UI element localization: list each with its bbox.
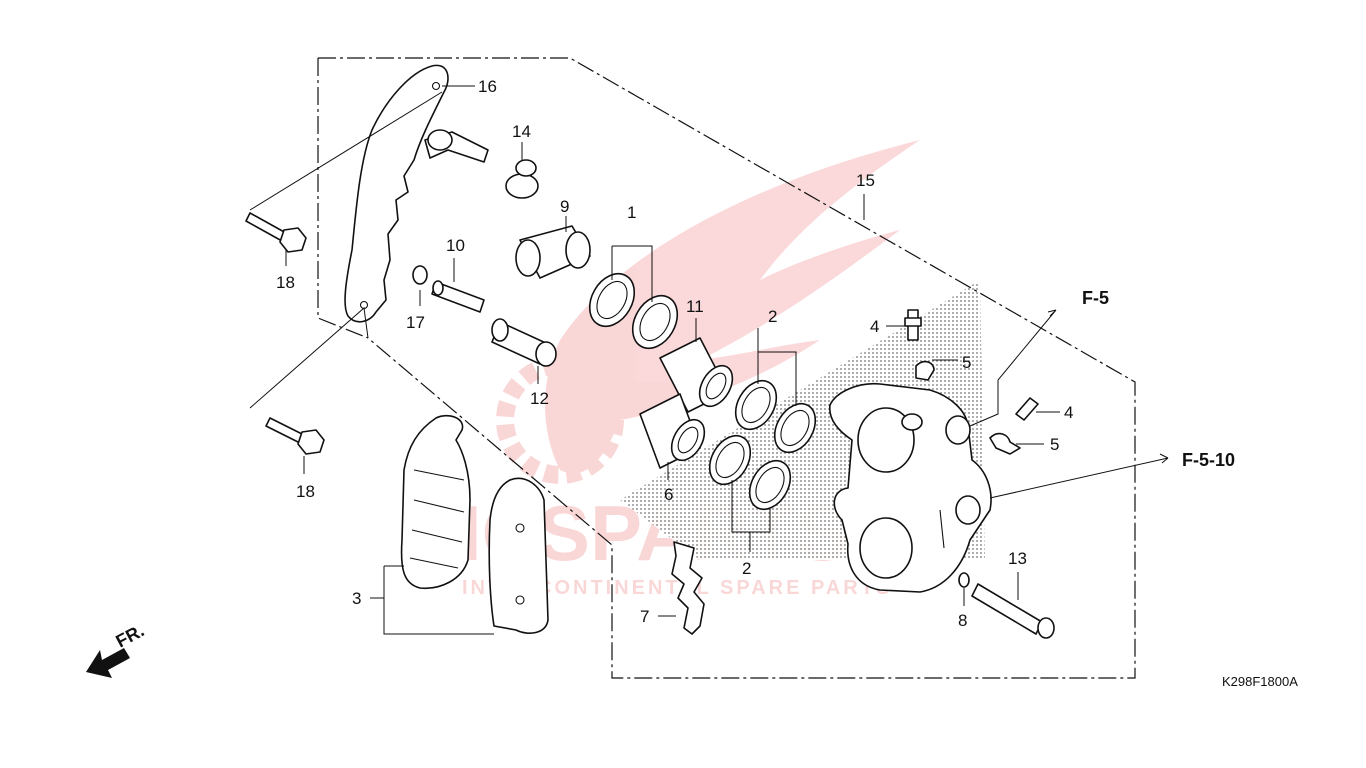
watermark-gear [496,356,624,484]
clip-upper [915,360,935,381]
callout-11: 12 [530,389,549,408]
washer-8 [958,572,970,588]
callout-13: 15 [856,171,875,190]
pad-spring-7 [671,541,705,635]
callout-3: 3 [352,589,361,608]
callout-9: 9 [560,197,569,216]
callout-1: 1 [627,203,636,222]
piston-15 [659,337,734,413]
pin-16 [971,583,1055,639]
callout-16: 13 [1008,549,1027,568]
callout-2-upper: 2 [768,307,777,326]
callout-4-upper: 4 [870,317,879,336]
seal-ring-2a [734,379,778,431]
seal-ring-2d [748,459,792,511]
seal-ring-2c [708,434,752,486]
pin-bolt-11 [491,318,557,367]
brake-pad-inner [400,414,471,590]
seal-ring-1a [588,272,636,328]
watermark-tagline: INTERCONTINENTAL SPARE PARTS [462,577,892,599]
callout-2-lower: 2 [742,559,751,578]
brake-pad-outer [488,477,549,634]
reference-f5-10: F-5-10 [1182,450,1235,470]
bleeder-valve-right [1015,397,1039,421]
reference-f5: F-5 [1082,288,1109,308]
callout-5-upper: 5 [962,353,971,372]
washer-17 [412,265,428,285]
bolt-lower [265,417,325,455]
callout-18-upper: 18 [276,273,295,292]
seal-ring-1b [631,294,679,350]
callout-10: 10 [446,236,465,255]
callout-7: 7 [640,607,649,626]
callout-6: 6 [664,485,673,504]
callout-5-right: 5 [1050,435,1059,454]
callout-15: 11 [686,297,704,316]
figure-code: K298F1800A [1222,674,1298,689]
assembly-outline [317,57,1136,679]
callout-12: 14 [512,122,531,141]
callout-4-right: 4 [1064,403,1073,422]
callout-18-lower: 18 [296,482,315,501]
callout-8: 8 [958,611,967,630]
leader-lines [249,85,1169,635]
clip-right [989,432,1021,455]
caliper-bracket [344,64,489,323]
front-direction-arrow [86,648,130,678]
bolt-upper [245,212,307,253]
watermark-wing-logo [545,140,920,474]
pin-10 [431,280,485,313]
boot-12 [505,159,539,199]
caliper-body [829,382,992,593]
callouts: 16 14 9 1 15 10 18 17 11 2 12 18 6 2 3 7… [276,77,1073,630]
front-direction-label: FR. [112,620,147,651]
callout-17: 17 [406,313,425,332]
sleeve-9 [515,225,591,279]
seal-ring-2b [773,402,817,454]
bleeder-valve-upper [904,309,922,341]
callout-14: 16 [478,77,497,96]
piston-6 [639,393,706,469]
